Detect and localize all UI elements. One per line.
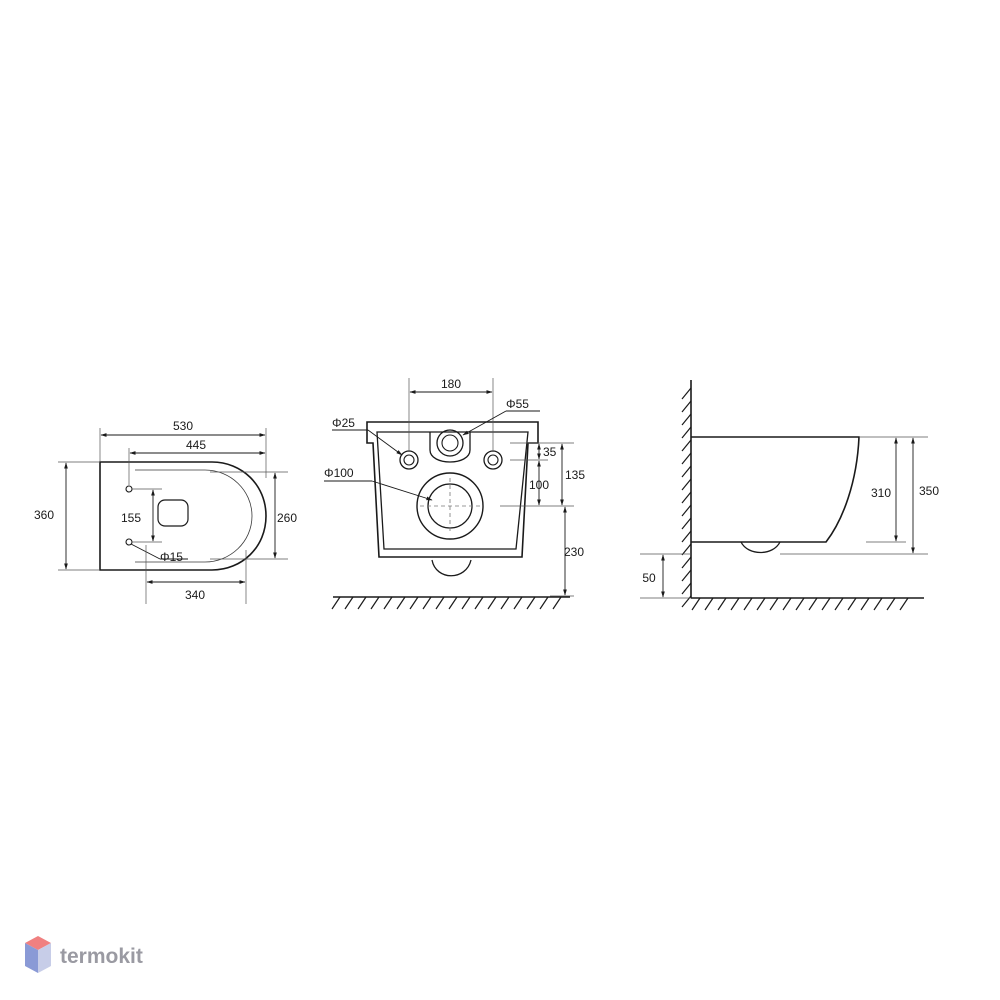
hatch-line (681, 517, 692, 530)
hatch-line (681, 465, 692, 478)
hatch-line (782, 597, 792, 611)
hatch-line (886, 597, 896, 611)
hatch-line (821, 597, 831, 611)
inlet-right-outer (483, 450, 503, 470)
hatch-line (357, 596, 367, 610)
side-view-floor (691, 597, 924, 611)
hatch-line (681, 439, 692, 452)
hatch-line (899, 597, 909, 611)
hatch-line (526, 596, 536, 610)
dim-310: 310 (871, 486, 891, 500)
top-outlet-frame (429, 432, 471, 463)
top-view: 530 445 360 155 Φ15 340 260 (34, 419, 297, 604)
hatch-line (383, 596, 393, 610)
top-outlet-inner (441, 434, 459, 452)
side-view-toilet-body (691, 436, 860, 543)
top-view-body-outline (99, 461, 267, 571)
hatch-line (808, 597, 818, 611)
mount-hole-upper (125, 485, 133, 493)
side-view-wall (681, 380, 692, 608)
dim-340: 340 (185, 588, 205, 602)
inlet-right-inner (487, 454, 499, 466)
front-view-floor (331, 596, 570, 610)
hatch-line (681, 569, 692, 582)
hatch-line (344, 596, 354, 610)
hatch-line (730, 597, 740, 611)
dim-100: 100 (529, 478, 549, 492)
hatch-line (769, 597, 779, 611)
hatch-line (681, 491, 692, 504)
hatch-line (409, 596, 419, 610)
hatch-line (681, 452, 692, 465)
hatch-line (474, 596, 484, 610)
hatch-line (539, 596, 549, 610)
top-view-bowl-opening (157, 499, 189, 527)
side-view-bowl-bottom (740, 541, 781, 554)
dim-phi15: Φ15 (160, 550, 183, 564)
dim-35: 35 (543, 445, 557, 459)
termokit-watermark: termokit (25, 936, 143, 973)
dim-phi55: Φ55 (506, 397, 529, 411)
termokit-logo-icon (25, 936, 51, 973)
hatch-line (448, 596, 458, 610)
dim-230: 230 (564, 545, 584, 559)
dim-155: 155 (121, 511, 141, 525)
hatch-line (681, 478, 692, 491)
hatch-line (331, 596, 341, 610)
hatch-line (500, 596, 510, 610)
dim-50: 50 (642, 571, 656, 585)
front-view-bowl-bottom (431, 559, 472, 577)
dim-135: 135 (565, 468, 585, 482)
hatch-line (795, 597, 805, 611)
dim-445: 445 (186, 438, 206, 452)
hatch-line (681, 530, 692, 543)
hatch-line (704, 597, 714, 611)
hatch-line (873, 597, 883, 611)
hatch-line (756, 597, 766, 611)
hatch-line (396, 596, 406, 610)
dim-180: 180 (441, 377, 461, 391)
hatch-line (422, 596, 432, 610)
hatch-line (681, 504, 692, 517)
front-view: 180 Φ55 Φ25 Φ100 35 135 100 230 (324, 377, 585, 610)
hatch-line (681, 400, 692, 413)
hatch-line (681, 543, 692, 556)
hatch-line (681, 426, 692, 439)
front-view-outer-outline (366, 421, 539, 558)
termokit-wordmark: termokit (60, 945, 143, 968)
main-outlet-outer (416, 472, 484, 540)
inlet-left-outer (399, 450, 419, 470)
front-view-inner-outline (376, 431, 529, 550)
hatch-line (681, 582, 692, 595)
dim-phi100: Φ100 (324, 466, 354, 480)
dim-530: 530 (173, 419, 193, 433)
hatch-line (513, 596, 523, 610)
hatch-line (370, 596, 380, 610)
hatch-line (681, 413, 692, 426)
top-outlet-outer (436, 429, 464, 457)
side-view: 310 350 50 (640, 380, 939, 611)
inlet-left-inner (403, 454, 415, 466)
hatch-line (691, 597, 701, 611)
hatch-line (681, 387, 692, 400)
dim-360: 360 (34, 508, 54, 522)
hatch-line (435, 596, 445, 610)
dim-350: 350 (919, 484, 939, 498)
hatch-line (860, 597, 870, 611)
hatch-line (552, 596, 562, 610)
dim-phi25: Φ25 (332, 416, 355, 430)
dim-260: 260 (277, 511, 297, 525)
hatch-line (834, 597, 844, 611)
hatch-line (681, 556, 692, 569)
hatch-line (461, 596, 471, 610)
hatch-line (487, 596, 497, 610)
hatch-line (743, 597, 753, 611)
hatch-line (847, 597, 857, 611)
hatch-line (717, 597, 727, 611)
